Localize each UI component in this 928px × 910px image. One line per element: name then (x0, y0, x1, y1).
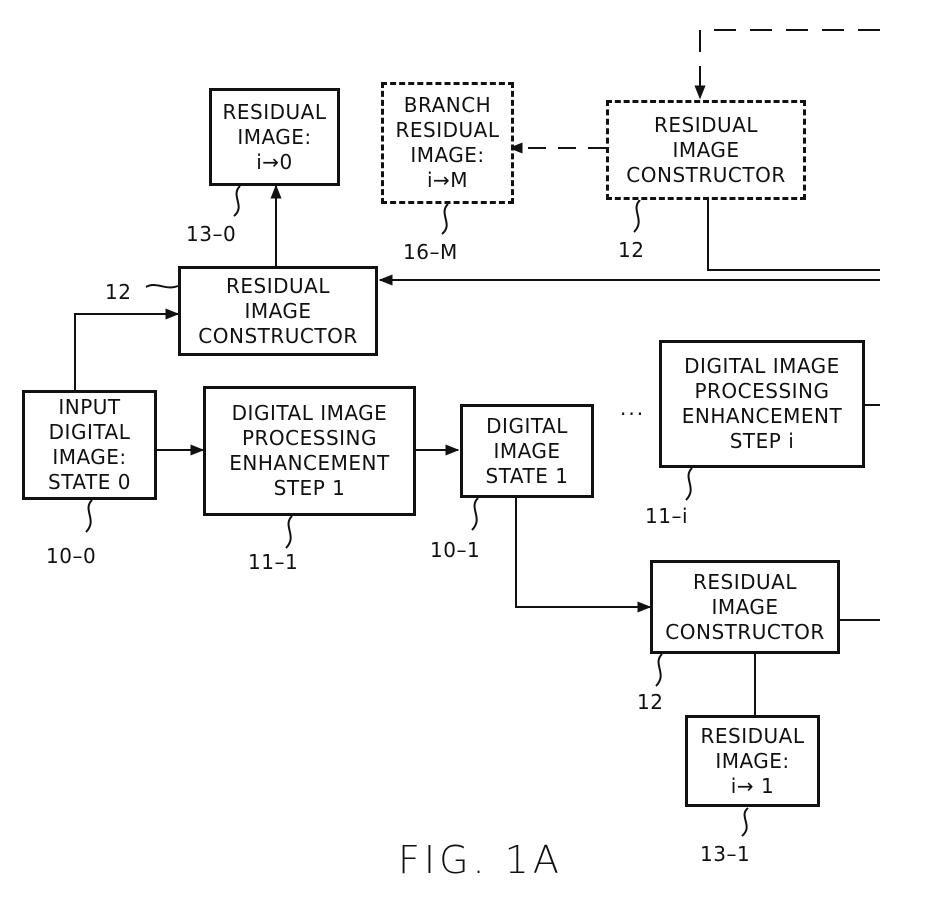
box-line: PROCESSING (694, 379, 829, 404)
branch-residual-image-box: BRANCH RESIDUAL IMAGE: i→M (381, 82, 514, 204)
box-line: STEP i (730, 429, 795, 454)
box-line: PROCESSING (242, 426, 377, 451)
leader-12-bottom (656, 654, 662, 686)
box-line: IMAGE (711, 595, 778, 620)
box-line: IMAGE: (410, 143, 484, 168)
figure-label: FIG. 1A (398, 838, 563, 882)
box-line: ENHANCEMENT (229, 451, 389, 476)
box-line: IMAGE: (715, 749, 789, 774)
ref-label-12-bottom: 12 (637, 690, 663, 714)
box-line: BRANCH (404, 93, 491, 118)
box-line: DIGITAL IMAGE (232, 401, 388, 426)
residual-image-1-box: RESIDUAL IMAGE: i→ 1 (685, 715, 820, 807)
box-line: DIGITAL (486, 414, 568, 439)
leader-16-m (442, 204, 448, 234)
box-line: i→M (427, 168, 468, 193)
ref-label-10-1: 10–1 (430, 538, 480, 562)
box-line: RESIDUAL (226, 274, 330, 299)
enhancement-step-i-box: DIGITAL IMAGE PROCESSING ENHANCEMENT STE… (659, 340, 865, 468)
ref-label-13-0: 13–0 (186, 222, 236, 246)
box-line: DIGITAL IMAGE (684, 354, 840, 379)
box-line: i→ 1 (731, 774, 774, 799)
box-line: RESIDUAL (396, 118, 500, 143)
ref-label-10-0: 10–0 (46, 544, 96, 568)
residual-image-constructor-top-right-box: RESIDUAL IMAGE CONSTRUCTOR (606, 100, 806, 200)
ref-label-16-m: 16–M (403, 240, 458, 264)
box-line: STEP 1 (274, 476, 346, 501)
residual-image-0-box: RESIDUAL IMAGE: i→0 (209, 88, 340, 186)
residual-image-constructor-0-box: RESIDUAL IMAGE CONSTRUCTOR (178, 266, 378, 356)
box-line: STATE 0 (48, 470, 131, 495)
leader-13-0 (234, 186, 240, 216)
leader-10-1 (472, 498, 478, 530)
enhancement-step-1-box: DIGITAL IMAGE PROCESSING ENHANCEMENT STE… (203, 386, 416, 516)
ref-label-13-1: 13–1 (700, 842, 750, 866)
box-line: IMAGE (493, 439, 560, 464)
dashed-feed-line (700, 30, 880, 98)
ellipsis: ... (620, 396, 645, 420)
leader-12-left (146, 285, 178, 287)
feed-line-top-constructor (708, 200, 880, 270)
box-line: ENHANCEMENT (682, 404, 842, 429)
digital-image-state-1-box: DIGITAL IMAGE STATE 1 (460, 404, 594, 498)
input-digital-image-state-0-box: INPUT DIGITAL IMAGE: STATE 0 (22, 390, 157, 500)
ref-label-12-left: 12 (105, 280, 131, 304)
leader-12-top-right (634, 200, 640, 232)
leader-11-1 (286, 516, 292, 548)
input-to-constructor-0 (75, 314, 178, 390)
box-line: CONSTRUCTOR (665, 620, 824, 645)
box-line: RESIDUAL (223, 100, 327, 125)
box-line: DIGITAL (49, 420, 131, 445)
ref-label-11-i: 11–i (645, 504, 688, 528)
box-line: IMAGE (244, 299, 311, 324)
state-1-to-constructor-1 (516, 498, 650, 607)
ref-label-11-1: 11–1 (248, 550, 298, 574)
box-line: CONSTRUCTOR (626, 163, 785, 188)
box-line: i→0 (256, 150, 293, 175)
box-line: IMAGE (672, 138, 739, 163)
box-line: CONSTRUCTOR (198, 324, 357, 349)
box-line: RESIDUAL (654, 113, 758, 138)
residual-image-constructor-1-box: RESIDUAL IMAGE CONSTRUCTOR (650, 560, 840, 654)
leader-13-1 (742, 808, 748, 836)
box-line: RESIDUAL (701, 724, 805, 749)
ref-label-12-top-right: 12 (618, 238, 644, 262)
leader-10-0 (86, 500, 92, 532)
box-line: RESIDUAL (693, 570, 797, 595)
box-line: IMAGE: (52, 445, 126, 470)
box-line: STATE 1 (486, 464, 569, 489)
box-line: INPUT (58, 395, 120, 420)
box-line: IMAGE: (237, 125, 311, 150)
leader-11-i (686, 468, 692, 500)
